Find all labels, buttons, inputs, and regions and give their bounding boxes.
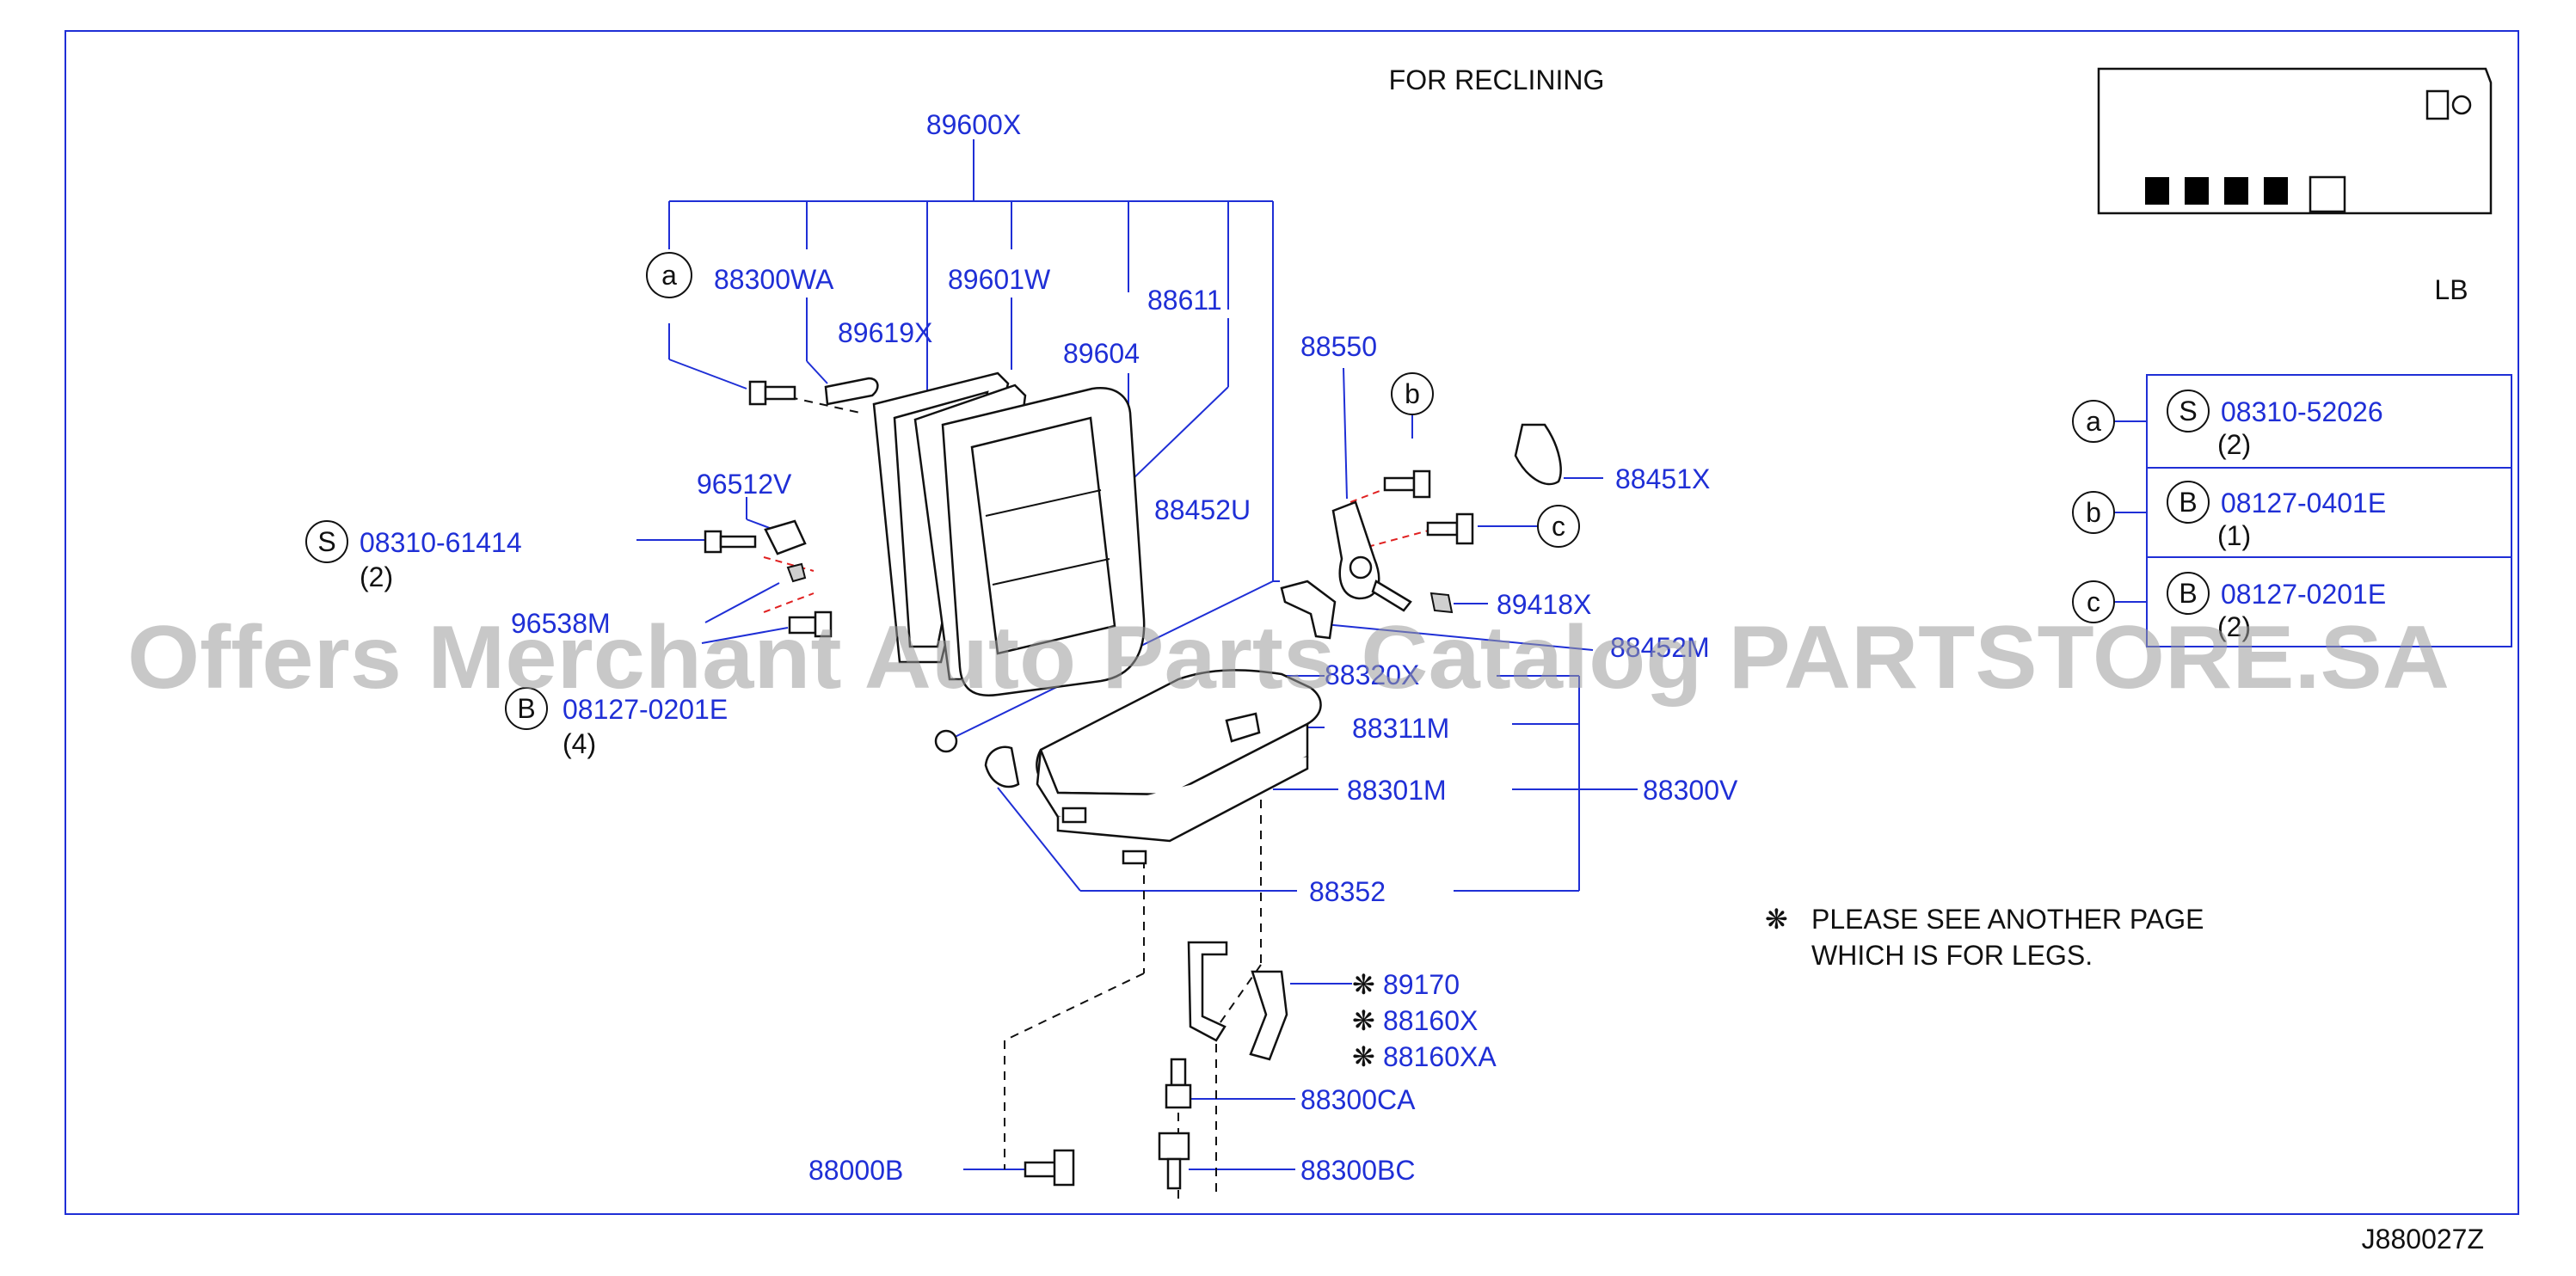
diagram-frame xyxy=(65,30,2519,1215)
callout-c-circle xyxy=(1537,505,1580,548)
callout-c: c xyxy=(1552,511,1565,542)
inset-seat-marker xyxy=(2264,177,2288,205)
seatback-cushion xyxy=(941,387,1146,696)
bolt-88300bc xyxy=(1158,1132,1190,1190)
bolt-88300ca xyxy=(1165,1058,1192,1109)
bracket-88452m xyxy=(1280,580,1337,640)
legend-type-b2-circle xyxy=(2167,572,2210,615)
callout-bb: B xyxy=(517,693,535,724)
part-88452u[interactable]: 88452U xyxy=(1154,494,1251,525)
callout-s-circle xyxy=(305,520,348,563)
bolt-b xyxy=(1383,469,1431,499)
part-88451x[interactable]: 88451X xyxy=(1615,463,1710,494)
star-88160x: ❋ xyxy=(1352,1005,1375,1036)
cover-88451x xyxy=(1514,423,1562,486)
part-88160xa[interactable]: 88160XA xyxy=(1383,1041,1497,1072)
legend-qty-c: (2) xyxy=(2217,611,2251,642)
legend-qty-a: (2) xyxy=(2217,429,2251,460)
inset-seat-marker xyxy=(2145,177,2169,205)
watermark: Offers Merchant Auto Parts Catalog PARTS… xyxy=(127,608,2450,708)
bolt-88000b xyxy=(1024,1149,1075,1187)
part-89418x[interactable]: 89418X xyxy=(1497,589,1591,620)
legend-type-s-circle xyxy=(2167,390,2210,432)
part-88320x[interactable]: 88320X xyxy=(1325,659,1419,690)
part-08127-0201e[interactable]: 08127-0201E xyxy=(563,694,728,725)
bolt-08127-0201e xyxy=(788,610,833,638)
note-line-1: PLEASE SEE ANOTHER PAGE xyxy=(1811,904,2204,935)
legend-qty-b: (1) xyxy=(2217,520,2251,551)
legend-type-b2: B xyxy=(2179,578,2197,609)
leg-bracket-89170 xyxy=(1187,941,1288,1061)
diagram-title: FOR RECLINING xyxy=(1389,64,1605,95)
inset-seat-outline xyxy=(2309,175,2346,213)
inset-seat-marker xyxy=(2185,177,2209,205)
legend-part-a: 08310-52026 xyxy=(2221,396,2383,427)
legend-key-c: c xyxy=(2087,586,2100,617)
note-symbol: ❋ xyxy=(1765,904,1788,935)
legend-part-b: 08127-0401E xyxy=(2221,488,2386,518)
star-88160xa: ❋ xyxy=(1352,1041,1375,1072)
legend-key-b-circle xyxy=(2072,491,2115,534)
bolt-88300wa-bracket xyxy=(824,377,879,406)
bolt-a xyxy=(748,380,796,406)
legend-key-a: a xyxy=(2086,406,2101,437)
legend-table: a S 08310-52026 (2) b B 08127-0401E (1) … xyxy=(2072,374,2512,647)
part-88300v[interactable]: 88300V xyxy=(1643,775,1738,806)
part-08310-61414[interactable]: 08310-61414 xyxy=(360,527,522,558)
corner-label: LB xyxy=(2434,274,2468,305)
part-88452m[interactable]: 88452M xyxy=(1610,632,1710,663)
legend-key-a-circle xyxy=(2072,400,2115,443)
cap-88352 xyxy=(934,729,1020,788)
part-88160x[interactable]: 88160X xyxy=(1383,1005,1478,1036)
part-88300wa[interactable]: 88300WA xyxy=(714,264,834,295)
diagram-code: J880027Z xyxy=(2362,1224,2484,1255)
hinge-88550 xyxy=(1331,500,1412,612)
legend-key-b: b xyxy=(2086,497,2101,528)
bolt-c xyxy=(1426,512,1474,545)
legend-key-c-circle xyxy=(2072,580,2115,623)
callout-b: b xyxy=(1405,378,1420,409)
part-88352[interactable]: 88352 xyxy=(1309,876,1386,907)
vehicle-inset xyxy=(2097,67,2493,215)
part-89600x[interactable]: 89600X xyxy=(926,109,1021,140)
part-89170[interactable]: 89170 xyxy=(1383,969,1460,1000)
callout-bb-circle xyxy=(505,687,548,730)
part-88301m[interactable]: 88301M xyxy=(1347,775,1447,806)
star-89170: ❋ xyxy=(1352,969,1375,1000)
part-89604[interactable]: 89604 xyxy=(1063,338,1140,369)
qty-08127-0201e: (4) xyxy=(563,728,596,759)
seat-cushion xyxy=(1036,669,1322,865)
callout-s: S xyxy=(317,526,335,557)
inset-seat-marker xyxy=(2224,177,2248,205)
inset-detail xyxy=(2425,89,2450,120)
part-89619x[interactable]: 89619X xyxy=(838,317,932,348)
legend-part-c: 08127-0201E xyxy=(2221,579,2386,610)
part-labels: 89600X 88300WA 89601W 89619X 88611 89604… xyxy=(360,109,1738,1186)
screw-08310-61414 xyxy=(704,530,757,554)
note-line-2: WHICH IS FOR LEGS. xyxy=(1811,940,2093,971)
callout-b-circle xyxy=(1391,372,1434,415)
qty-08310-61414: (2) xyxy=(360,561,393,592)
part-88550[interactable]: 88550 xyxy=(1300,331,1377,362)
legend-type-s: S xyxy=(2179,396,2197,426)
part-96538m[interactable]: 96538M xyxy=(511,608,611,639)
part-88611[interactable]: 88611 xyxy=(1147,285,1222,316)
callout-a-circle xyxy=(646,252,692,298)
part-88000b[interactable]: 88000B xyxy=(808,1155,903,1186)
legend-type-b-circle xyxy=(2167,481,2210,524)
inset-detail xyxy=(2451,95,2472,115)
part-96512v[interactable]: 96512V xyxy=(697,469,792,500)
part-89601w[interactable]: 89601W xyxy=(948,264,1051,295)
cap-89418x xyxy=(1429,592,1454,614)
handle-88320x xyxy=(1225,712,1261,743)
part-88300bc[interactable]: 88300BC xyxy=(1300,1155,1415,1186)
callout-a: a xyxy=(661,260,677,291)
clip-96512v xyxy=(764,519,807,583)
part-88300ca[interactable]: 88300CA xyxy=(1300,1084,1416,1115)
legend-type-b: B xyxy=(2179,487,2197,518)
part-88311m[interactable]: 88311M xyxy=(1352,713,1449,744)
